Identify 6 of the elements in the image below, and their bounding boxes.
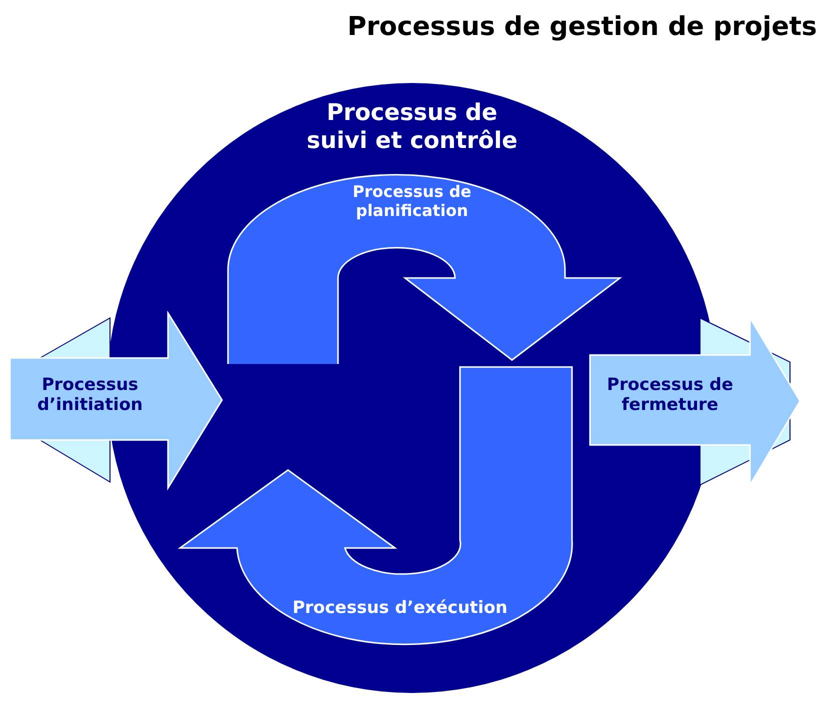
node-label: Processus de fermeture bbox=[606, 375, 734, 416]
diagram-title: Processus de gestion de projets bbox=[347, 12, 817, 42]
node-label: Processus de planification bbox=[352, 182, 472, 220]
node-label: Processus d’exécution bbox=[291, 598, 509, 618]
node-label: Processus de suivi et contrôle bbox=[306, 100, 518, 156]
node-label: Processus d’initiation bbox=[36, 375, 144, 416]
